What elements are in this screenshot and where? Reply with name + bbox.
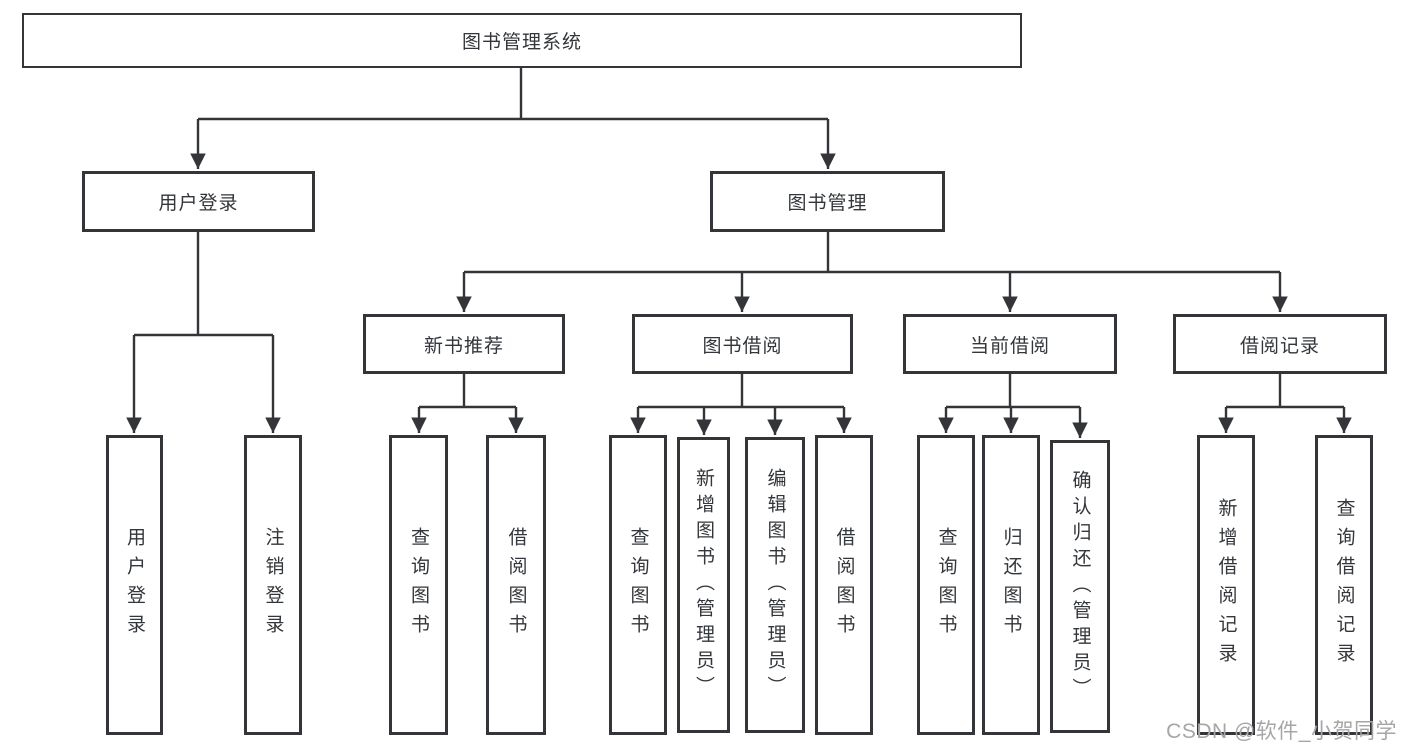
leaf-label: 注销登录 [262, 527, 284, 643]
leaf-edit-book-admin: 编辑图书（管理员） [745, 437, 805, 733]
leaf-confirm-return-admin: 确认归还（管理员） [1050, 440, 1110, 733]
leaf-return-book: 归还图书 [982, 435, 1040, 735]
tree-edges [126, 68, 1352, 438]
leaf-label: 查询图书 [627, 527, 649, 643]
node-new-book-recommend: 新书推荐 [363, 314, 565, 374]
node-book-borrow: 图书借阅 [632, 314, 853, 374]
leaf-borrow-book: 借阅图书 [815, 435, 873, 735]
leaf-add-borrow-record: 新增借阅记录 [1197, 435, 1255, 735]
node-book-management: 图书管理 [710, 171, 945, 232]
leaf-add-book-admin: 新增图书（管理员） [677, 437, 730, 733]
leaf-label: 借阅图书 [833, 527, 855, 643]
leaf-label: 编辑图书（管理员） [764, 468, 786, 702]
leaf-borrow-book-recommend: 借阅图书 [486, 435, 546, 735]
leaf-label: 查询图书 [408, 527, 429, 643]
node-current-borrow: 当前借阅 [903, 314, 1117, 374]
leaf-label: 查询借阅记录 [1333, 498, 1355, 672]
leaf-label: 新增图书（管理员） [693, 468, 714, 702]
leaf-label: 用户登录 [124, 527, 145, 643]
leaf-logout: 注销登录 [244, 435, 302, 735]
leaf-label: 查询图书 [935, 527, 957, 643]
leaf-user-login: 用户登录 [106, 435, 163, 735]
node-borrow-records: 借阅记录 [1173, 314, 1387, 374]
leaf-label: 借阅图书 [505, 527, 527, 643]
leaf-query-book-borrow: 查询图书 [609, 435, 667, 735]
leaf-query-borrow-record: 查询借阅记录 [1315, 435, 1373, 735]
leaf-label: 归还图书 [1000, 527, 1022, 643]
leaf-label: 新增借阅记录 [1215, 498, 1237, 672]
leaf-query-book-current: 查询图书 [917, 435, 975, 735]
node-library-management-system: 图书管理系统 [22, 13, 1022, 68]
node-user-login: 用户登录 [82, 171, 315, 232]
leaf-label: 确认归还（管理员） [1069, 469, 1091, 704]
leaf-query-book-recommend: 查询图书 [389, 435, 448, 735]
